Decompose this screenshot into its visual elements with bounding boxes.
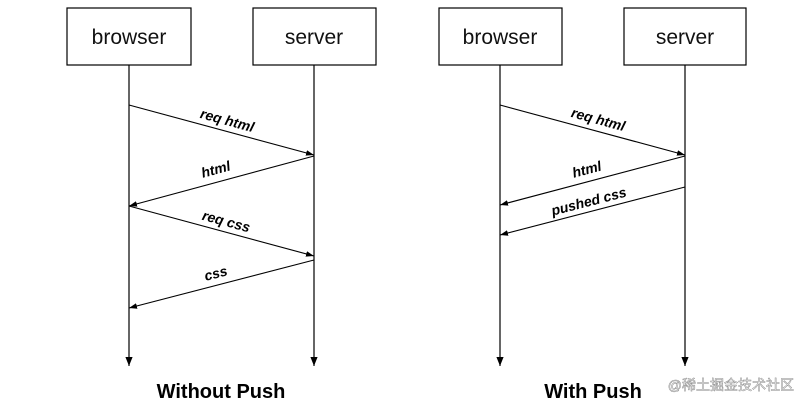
caption-without-push: Without Push bbox=[157, 381, 286, 402]
message-html: html bbox=[128, 155, 315, 207]
server-label: server bbox=[656, 26, 714, 49]
server-label: server bbox=[285, 26, 343, 49]
message-arrow bbox=[128, 205, 315, 257]
server-actor: server bbox=[252, 7, 377, 66]
message-arrow bbox=[128, 155, 315, 207]
message-req-html: req html bbox=[499, 104, 686, 156]
diagram-without-push: browser server req html html req css css… bbox=[66, 7, 377, 402]
message-arrow bbox=[128, 104, 315, 156]
message-pushed-css: pushed css bbox=[499, 184, 686, 236]
browser-actor: browser bbox=[66, 7, 192, 66]
message-arrow bbox=[499, 186, 686, 236]
message-label: req html bbox=[199, 105, 258, 135]
message-label: req css bbox=[201, 207, 253, 235]
message-css: css bbox=[128, 259, 315, 309]
message-html: html bbox=[499, 155, 686, 206]
message-req-html: req html bbox=[128, 104, 315, 156]
browser-actor: browser bbox=[438, 7, 563, 66]
message-label: req html bbox=[570, 104, 629, 134]
server-actor: server bbox=[623, 7, 747, 66]
browser-box bbox=[438, 7, 563, 66]
message-label: html bbox=[570, 157, 604, 180]
message-label: html bbox=[199, 157, 233, 180]
diagram-with-push: browser server req html html pushed css … bbox=[438, 7, 747, 402]
browser-box bbox=[66, 7, 192, 66]
server-box bbox=[252, 7, 377, 66]
caption-with-push: With Push bbox=[544, 381, 642, 402]
message-label: css bbox=[202, 262, 229, 283]
message-arrow bbox=[499, 104, 686, 156]
watermark: @稀土掘金技术社区 bbox=[668, 377, 794, 393]
message-req-css: req css bbox=[128, 205, 315, 257]
browser-label: browser bbox=[92, 26, 167, 49]
server-box bbox=[623, 7, 747, 66]
message-arrow bbox=[499, 155, 686, 206]
message-arrow bbox=[128, 259, 315, 309]
browser-label: browser bbox=[463, 26, 538, 49]
